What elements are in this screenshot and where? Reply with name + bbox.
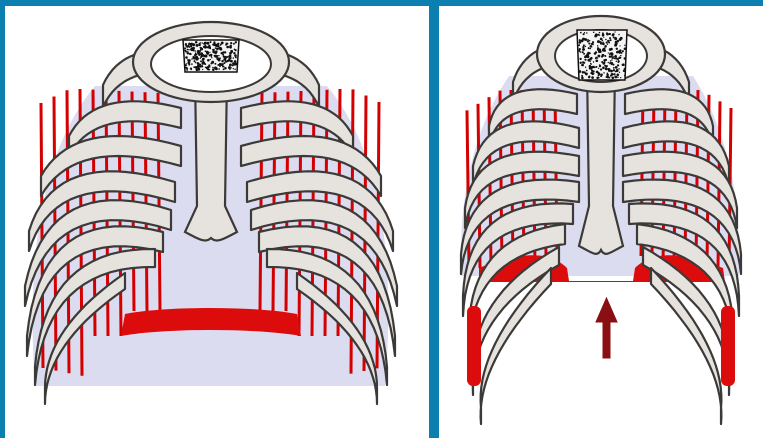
rib-highlight (721, 306, 735, 386)
intercostal-stripe (260, 93, 262, 311)
contracted-cage (461, 16, 741, 424)
arrow-up-icon (596, 298, 617, 358)
expanded-cage (25, 22, 397, 404)
intercostal-stripe (145, 92, 147, 311)
ribcage-panel-expanded (5, 6, 429, 438)
vertebra-icon (577, 30, 627, 80)
intercostal-stripe (273, 92, 275, 311)
rib-highlight (467, 306, 481, 386)
ribcage-expanded-diagram (5, 6, 429, 438)
vertebra-icon (183, 40, 239, 72)
intercostal-stripe (158, 93, 160, 311)
arrow-head (596, 298, 617, 322)
ribcage-panel-contracted (439, 6, 763, 438)
arrow-shaft (603, 318, 610, 358)
ribcage-contracted-diagram (439, 6, 763, 438)
